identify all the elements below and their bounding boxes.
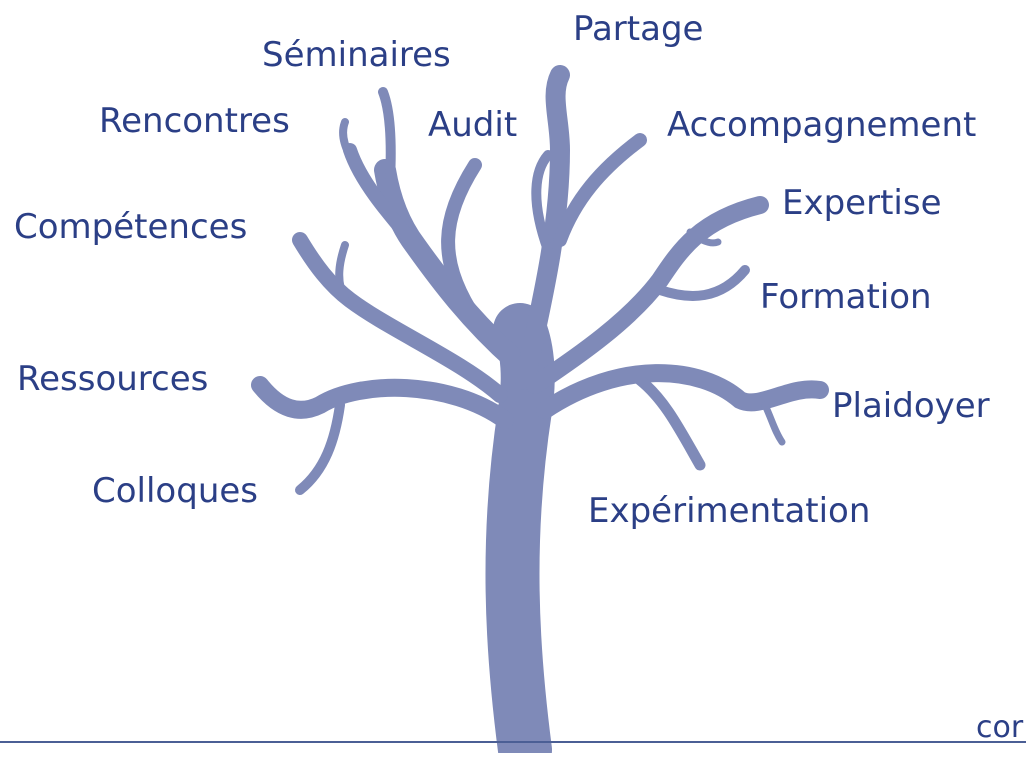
branch-formation [655,265,750,301]
twig-partage-2 [531,150,553,255]
branch-experimentation [634,374,706,471]
label-colloques: Colloques [92,471,258,511]
label-accompagnement: Accompagnement [667,105,977,145]
label-seminaires: Séminaires [262,35,451,75]
branch-ressources [251,376,514,429]
label-rencontres: Rencontres [99,101,290,141]
branch-colloques [295,400,345,495]
branch-partage [515,65,570,390]
bottom-divider [0,741,1026,743]
label-formation: Formation [760,277,932,317]
label-plaidoyer: Plaidoyer [832,386,990,426]
twig-rencontres-2 [339,118,361,172]
label-ressources: Ressources [17,359,209,399]
label-audit: Audit [428,105,518,145]
label-competences: Compétences [14,207,248,247]
twig-plaidoyer-2 [761,401,786,446]
branch-right-upper [526,196,769,394]
trunk [485,303,555,757]
branch-competences [292,232,508,403]
twig-expertise [686,228,722,247]
branch-audit [441,158,482,317]
twig-seminaires [378,87,396,185]
branch-plaidoyer [536,364,829,419]
label-experimentation: Expérimentation [588,491,871,531]
label-partage: Partage [573,9,704,49]
footer-partial-text: cor [976,710,1024,745]
branch-accompagnement [553,133,647,247]
label-expertise: Expertise [782,183,942,223]
twig-competences-2 [335,241,349,304]
